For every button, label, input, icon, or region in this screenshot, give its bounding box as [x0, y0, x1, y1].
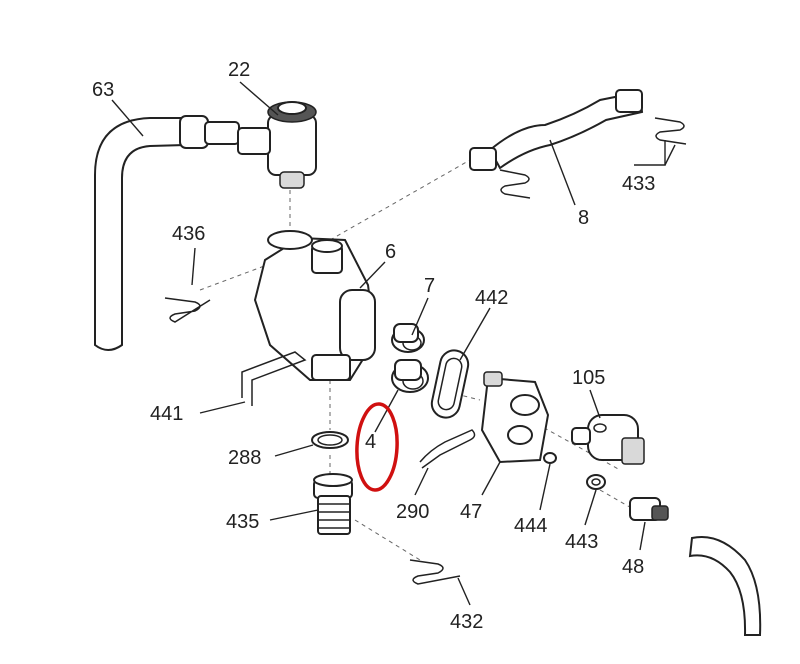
label-441: 441: [150, 403, 183, 425]
part-288-oring: [311, 431, 349, 449]
part-436-clip: [164, 297, 211, 323]
part-442-gasket: [430, 349, 470, 419]
label-22: 22: [228, 59, 250, 81]
part-22-valve: [237, 101, 317, 189]
part-4-bushing: [391, 359, 429, 393]
label-435: 435: [226, 511, 259, 533]
label-6: 6: [385, 241, 396, 263]
clip-near-8: [499, 169, 531, 199]
label-7: 7: [424, 275, 435, 297]
part-48-fitting: [629, 497, 669, 521]
highlight-circle-part-4: [355, 402, 399, 492]
part-47-valve-body: [480, 371, 550, 464]
part-290-clip: [419, 429, 476, 469]
label-436: 436: [172, 223, 205, 245]
label-442: 442: [475, 287, 508, 309]
label-48: 48: [622, 556, 644, 578]
part-8-hose: [469, 89, 644, 171]
label-444: 444: [514, 515, 547, 537]
part-432-clip: [409, 559, 461, 585]
label-4: 4: [365, 431, 376, 453]
label-63: 63: [92, 79, 114, 101]
part-105-sensor: [571, 414, 645, 465]
label-105: 105: [572, 367, 605, 389]
lower-bent-tube: [688, 536, 762, 636]
part-labels: 63 22 8 433 436 6 7 442 105 441 4 288 29…: [92, 59, 655, 633]
part-435-threaded-fitting: [313, 473, 353, 535]
label-290: 290: [396, 501, 429, 523]
part-443-washer: [586, 474, 606, 490]
label-433: 433: [622, 173, 655, 195]
label-432: 432: [450, 611, 483, 633]
part-7-bushing: [391, 323, 425, 353]
part-433-clip: [654, 117, 687, 145]
label-288: 288: [228, 447, 261, 469]
part-441-bracket: [241, 351, 307, 406]
leader-lines: [111, 81, 676, 606]
label-443: 443: [565, 531, 598, 553]
label-8: 8: [578, 207, 589, 229]
part-63-bent-tube: [94, 115, 240, 351]
label-47: 47: [460, 501, 482, 523]
part-444-washer: [543, 452, 557, 464]
part-6-housing: [253, 230, 377, 381]
